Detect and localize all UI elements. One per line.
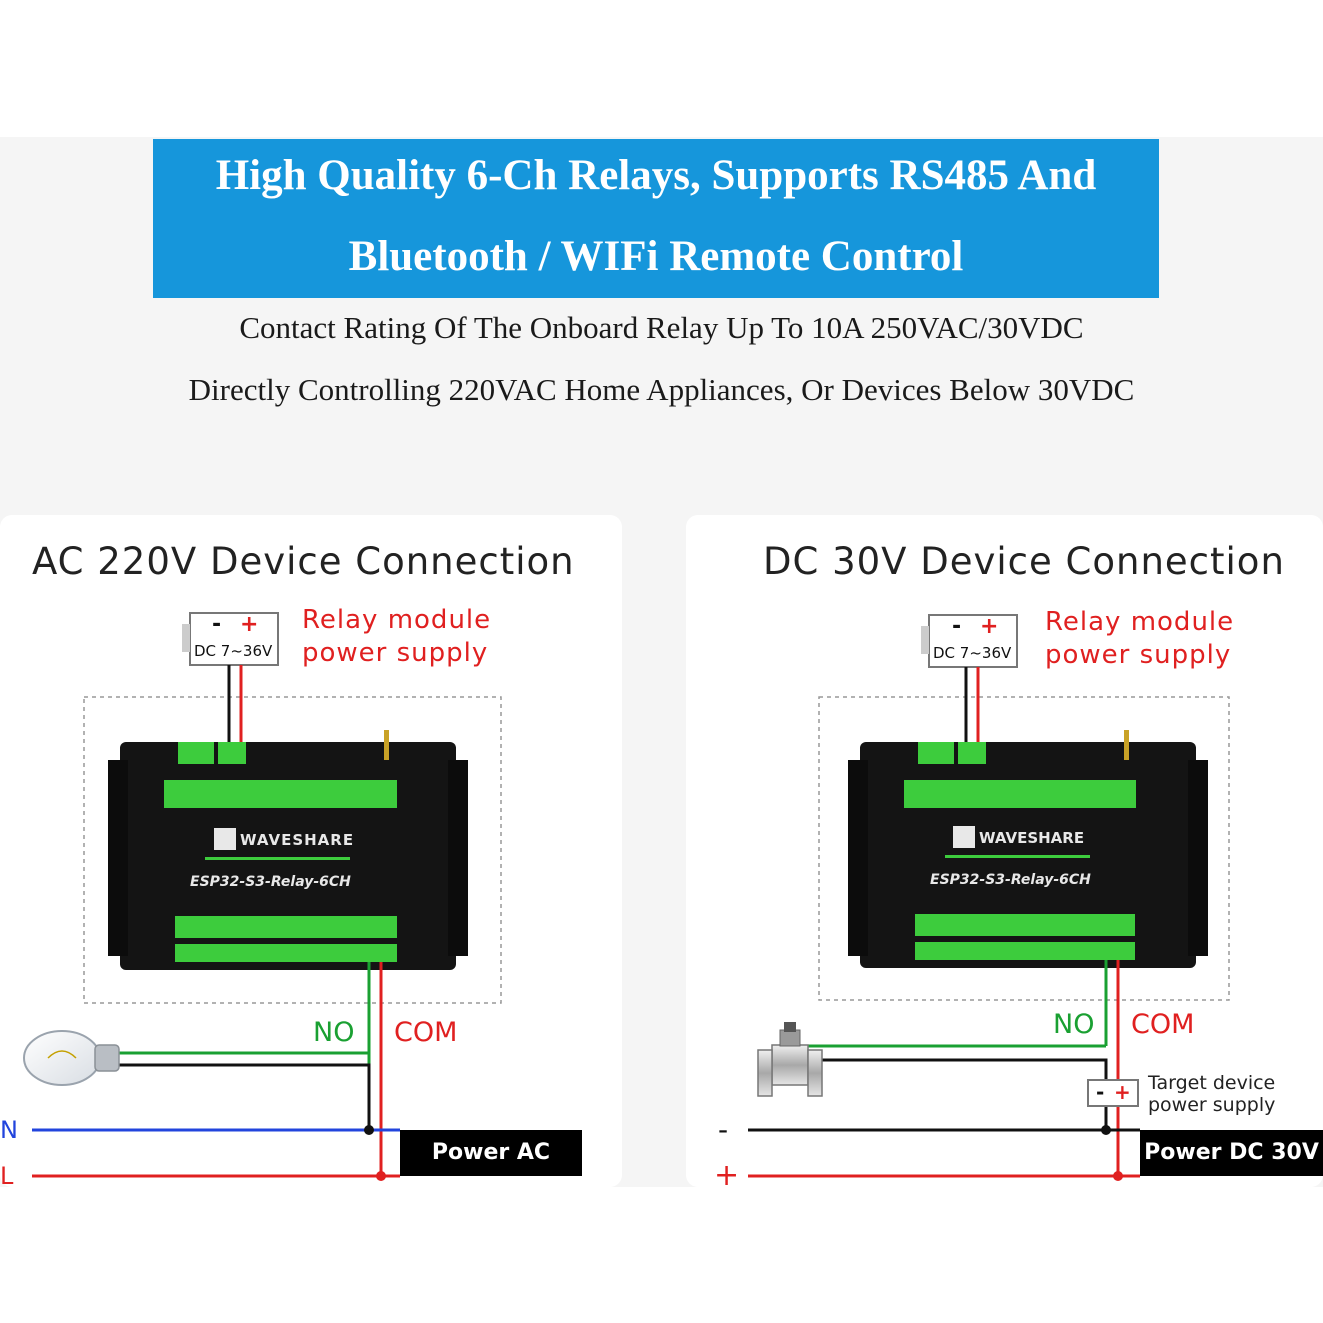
dc-supply-plus-sign: + [980, 614, 999, 639]
dc-no-label: NO [1053, 1009, 1095, 1040]
dc-positive-label: + [714, 1158, 740, 1193]
dc-supply-range: DC 7~36V [933, 644, 1012, 662]
dc-positive-junction [1113, 1171, 1123, 1181]
ac-live-junction [376, 1171, 386, 1181]
dc-power-label: Power DC 30V [1140, 1130, 1323, 1176]
banner-title-line-2: Bluetooth / WIFi Remote Control [348, 233, 964, 280]
dc-supply-minus-sign: - [952, 614, 962, 639]
ac-panel-title: AC 220V Device Connection [32, 540, 575, 583]
dc-com-label: COM [1131, 1009, 1195, 1040]
dc-module-name: ESP32-S3-Relay-6CH [930, 872, 1091, 888]
ac-supply-box [182, 612, 279, 666]
ac-supply-range: DC 7~36V [194, 642, 273, 660]
ac-supply-plus-sign: + [240, 612, 259, 637]
subtitle-line-2: Directly Controlling 220VAC Home Applian… [188, 372, 1135, 407]
subtitle-line-1: Contact Rating Of The Onboard Relay Up T… [239, 310, 1084, 345]
ac-supply-label-line-1: Relay module [302, 605, 492, 635]
ac-relay-module [108, 730, 468, 970]
ac-supply-label-line-2: power supply [302, 638, 489, 668]
dc-negative-label: - [718, 1113, 729, 1146]
dc-supply-box [921, 614, 1018, 668]
dc-module-dashed-frame [818, 696, 1230, 1001]
ac-module-brand: WAVESHARE [240, 831, 354, 849]
banner-title-line-1: High Quality 6-Ch Relays, Supports RS485… [215, 152, 1097, 199]
ac-module-dashed-frame [83, 696, 502, 1004]
solenoid-valve-icon [757, 1022, 823, 1097]
ac-com-label: COM [394, 1017, 458, 1048]
dc-target-label-line-1: Target device [1148, 1072, 1276, 1094]
ac-power-label: Power AC 220V [400, 1130, 582, 1211]
ac-no-label: NO [313, 1017, 355, 1048]
dc-target-plus-sign: + [1114, 1080, 1131, 1104]
header-banner: High Quality 6-Ch Relays, Supports RS485… [153, 139, 1159, 298]
dc-target-supply-box [1087, 1079, 1139, 1107]
dc-relay-module [848, 730, 1208, 968]
dc-supply-label-line-2: power supply [1045, 640, 1232, 670]
ac-neutral-label: N [0, 1116, 18, 1144]
light-bulb-icon [23, 1030, 120, 1086]
ac-supply-minus-sign: - [212, 612, 222, 637]
ac-neutral-junction [364, 1125, 374, 1135]
dc-module-brand: WAVESHARE [979, 829, 1084, 847]
ac-live-label: L [0, 1162, 14, 1190]
ac-module-name: ESP32-S3-Relay-6CH [190, 874, 351, 890]
dc-target-minus-sign: - [1096, 1080, 1105, 1104]
dc-target-label-line-2: power supply [1148, 1094, 1276, 1116]
ac-bulb-return-wire [118, 1063, 371, 1130]
dc-negative-junction [1101, 1125, 1111, 1135]
dc-valve-return-wire [808, 1058, 1108, 1130]
dc-panel-title: DC 30V Device Connection [763, 540, 1285, 583]
dc-supply-label-line-1: Relay module [1045, 607, 1235, 637]
